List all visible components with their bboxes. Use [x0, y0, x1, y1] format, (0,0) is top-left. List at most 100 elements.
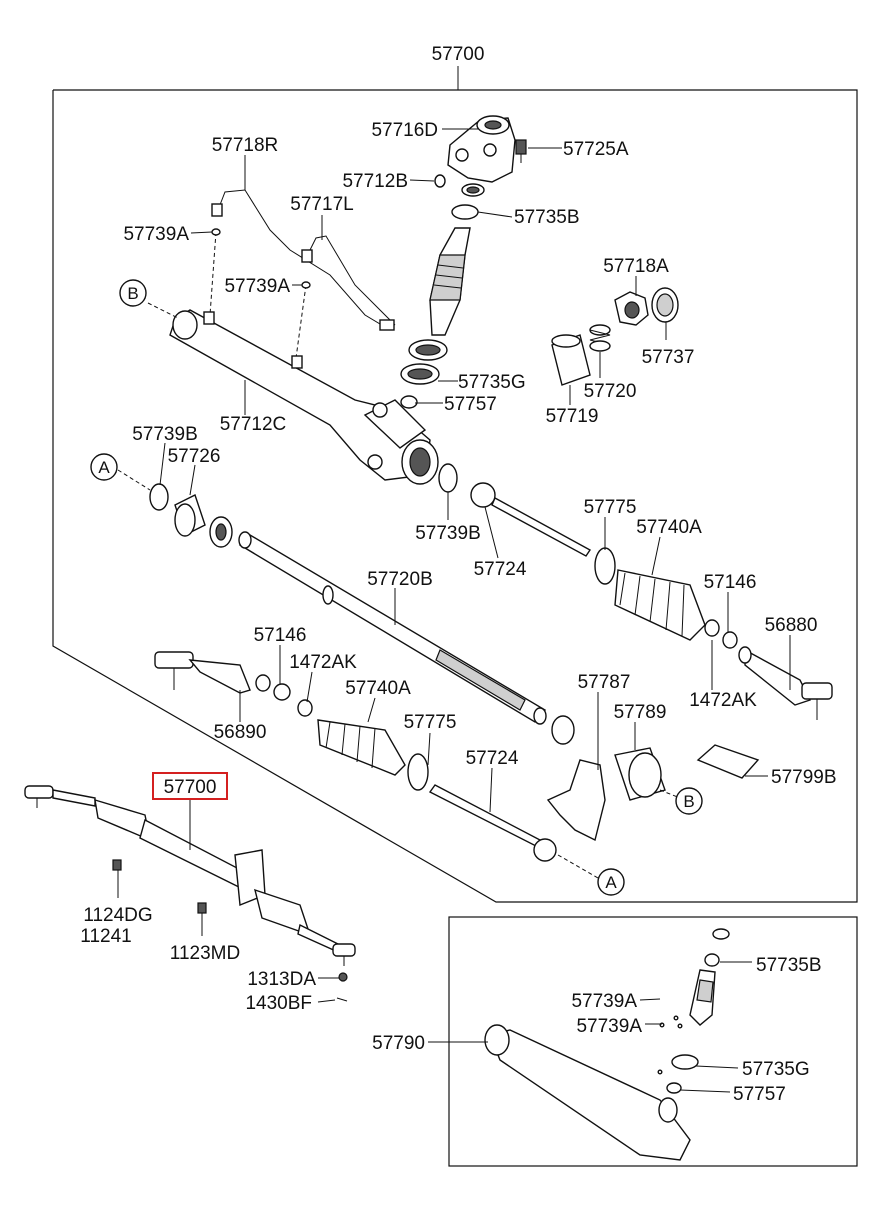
label-57740a[interactable]: 57740A [345, 678, 411, 699]
seal-hole [215, 523, 227, 541]
clip-part [407, 753, 429, 791]
label-57717l[interactable]: 57717L [290, 194, 353, 215]
label-57739a[interactable]: 57739A [123, 224, 189, 245]
tie-rod-end-part [154, 651, 251, 694]
lock-nut-part [273, 683, 291, 701]
label-57790[interactable]: 57790 [372, 1033, 425, 1054]
label-57724[interactable]: 57724 [474, 559, 527, 580]
bolt-part [515, 139, 527, 163]
lock-nut-part [255, 674, 271, 692]
feed-pipe-part [211, 189, 396, 331]
label-57740a[interactable]: 57740A [636, 517, 702, 538]
label-57718a[interactable]: 57718A [603, 256, 669, 277]
label-57712b[interactable]: 57712B [342, 171, 408, 192]
guide-line [209, 231, 217, 316]
oil-seal-part [451, 204, 479, 220]
callout-b-left: B [119, 279, 147, 307]
mounting-bush-part [614, 747, 666, 801]
highlight-box[interactable] [152, 772, 228, 800]
label-57739a[interactable]: 57739A [576, 1016, 642, 1037]
o-ring-part [149, 483, 169, 511]
label-57775[interactable]: 57775 [584, 497, 637, 518]
yoke-part [551, 334, 591, 386]
label-57739b[interactable]: 57739B [132, 424, 198, 445]
label-1472ak[interactable]: 1472AK [689, 690, 757, 711]
label-57739b[interactable]: 57739B [415, 523, 481, 544]
label-57719[interactable]: 57719 [546, 406, 599, 427]
label-57739a[interactable]: 57739A [224, 276, 290, 297]
inner-ball-joint-part [470, 482, 592, 557]
bellows-boot-part [614, 569, 706, 641]
label-57725a[interactable]: 57725A [563, 139, 629, 160]
lock-nut-part [614, 291, 649, 326]
mounting-bracket-part [546, 759, 606, 842]
label-57735g[interactable]: 57735G [742, 1059, 810, 1080]
label-57735b[interactable]: 57735B [514, 207, 580, 228]
valve-housing-part [447, 115, 516, 183]
seal-ring-part [400, 395, 418, 409]
label-57720[interactable]: 57720 [584, 381, 637, 402]
label-57787[interactable]: 57787 [578, 672, 631, 693]
seal-hole [415, 344, 441, 356]
sub-assembly-part [484, 928, 730, 1161]
bellows-boot-part [317, 719, 406, 776]
label-57757[interactable]: 57757 [733, 1084, 786, 1105]
label-57737[interactable]: 57737 [642, 347, 695, 368]
o-ring-part [438, 463, 458, 493]
label-1313da[interactable]: 1313DA [247, 969, 316, 990]
label-1430bf[interactable]: 1430BF [245, 993, 312, 1014]
label-57789[interactable]: 57789 [614, 702, 667, 723]
label-57735b[interactable]: 57735B [756, 955, 822, 976]
gear-box-housing-part [169, 309, 439, 485]
label-1123md[interactable]: 1123MD [170, 943, 240, 964]
guide-line [295, 284, 307, 359]
label-56890[interactable]: 56890 [214, 722, 267, 743]
tie-rod-end-part [738, 646, 833, 720]
leader-lines [117, 128, 791, 1093]
label-57720b[interactable]: 57720B [367, 569, 433, 590]
svg-text:B: B [127, 284, 138, 303]
label-57799b[interactable]: 57799B [771, 767, 837, 788]
label-57700[interactable]: 57700 [432, 44, 485, 65]
label-56880[interactable]: 56880 [765, 615, 818, 636]
main-frame [52, 66, 858, 903]
yoke-spring-part [589, 324, 611, 352]
callout-a-left: A [90, 453, 118, 481]
label-57718r[interactable]: 57718R [212, 135, 279, 156]
highlight-label-57700[interactable]: 57700 [164, 777, 217, 798]
o-ring-part [301, 281, 311, 289]
callout-a-bottom: A [597, 868, 625, 896]
nut-part [434, 174, 446, 188]
svg-text:A: A [605, 873, 617, 892]
clip-part [594, 547, 616, 585]
assembly-thumbnail [24, 785, 356, 1002]
rack-bar-part [238, 531, 547, 725]
clamp-part [297, 699, 313, 717]
label-11241[interactable]: 11241 [80, 926, 131, 947]
pinion-shaft-part [429, 227, 471, 336]
inner-ball-joint-part [428, 784, 557, 862]
label-57757[interactable]: 57757 [444, 394, 497, 415]
o-ring-part [211, 228, 221, 236]
rack-bush-part [174, 494, 206, 537]
caution-label-part [696, 744, 760, 779]
label-57716d[interactable]: 57716D [371, 120, 438, 141]
svg-text:B: B [683, 792, 694, 811]
label-1472ak[interactable]: 1472AK [289, 652, 357, 673]
bearing-hole [407, 368, 433, 380]
seal-hole [466, 186, 480, 194]
label-57775[interactable]: 57775 [404, 712, 457, 733]
label-57735g[interactable]: 57735G [458, 372, 526, 393]
label-1124dg[interactable]: 1124DG [83, 905, 152, 926]
label-57724[interactable]: 57724 [466, 748, 519, 769]
label-57726[interactable]: 57726 [168, 446, 221, 467]
callout-b-right: B [675, 787, 703, 815]
label-57146[interactable]: 57146 [704, 572, 757, 593]
label-57146[interactable]: 57146 [254, 625, 307, 646]
oil-seal-part [551, 715, 575, 745]
lock-nut-part [722, 631, 738, 649]
label-57712c[interactable]: 57712C [220, 414, 287, 435]
label-57739a[interactable]: 57739A [571, 991, 637, 1012]
